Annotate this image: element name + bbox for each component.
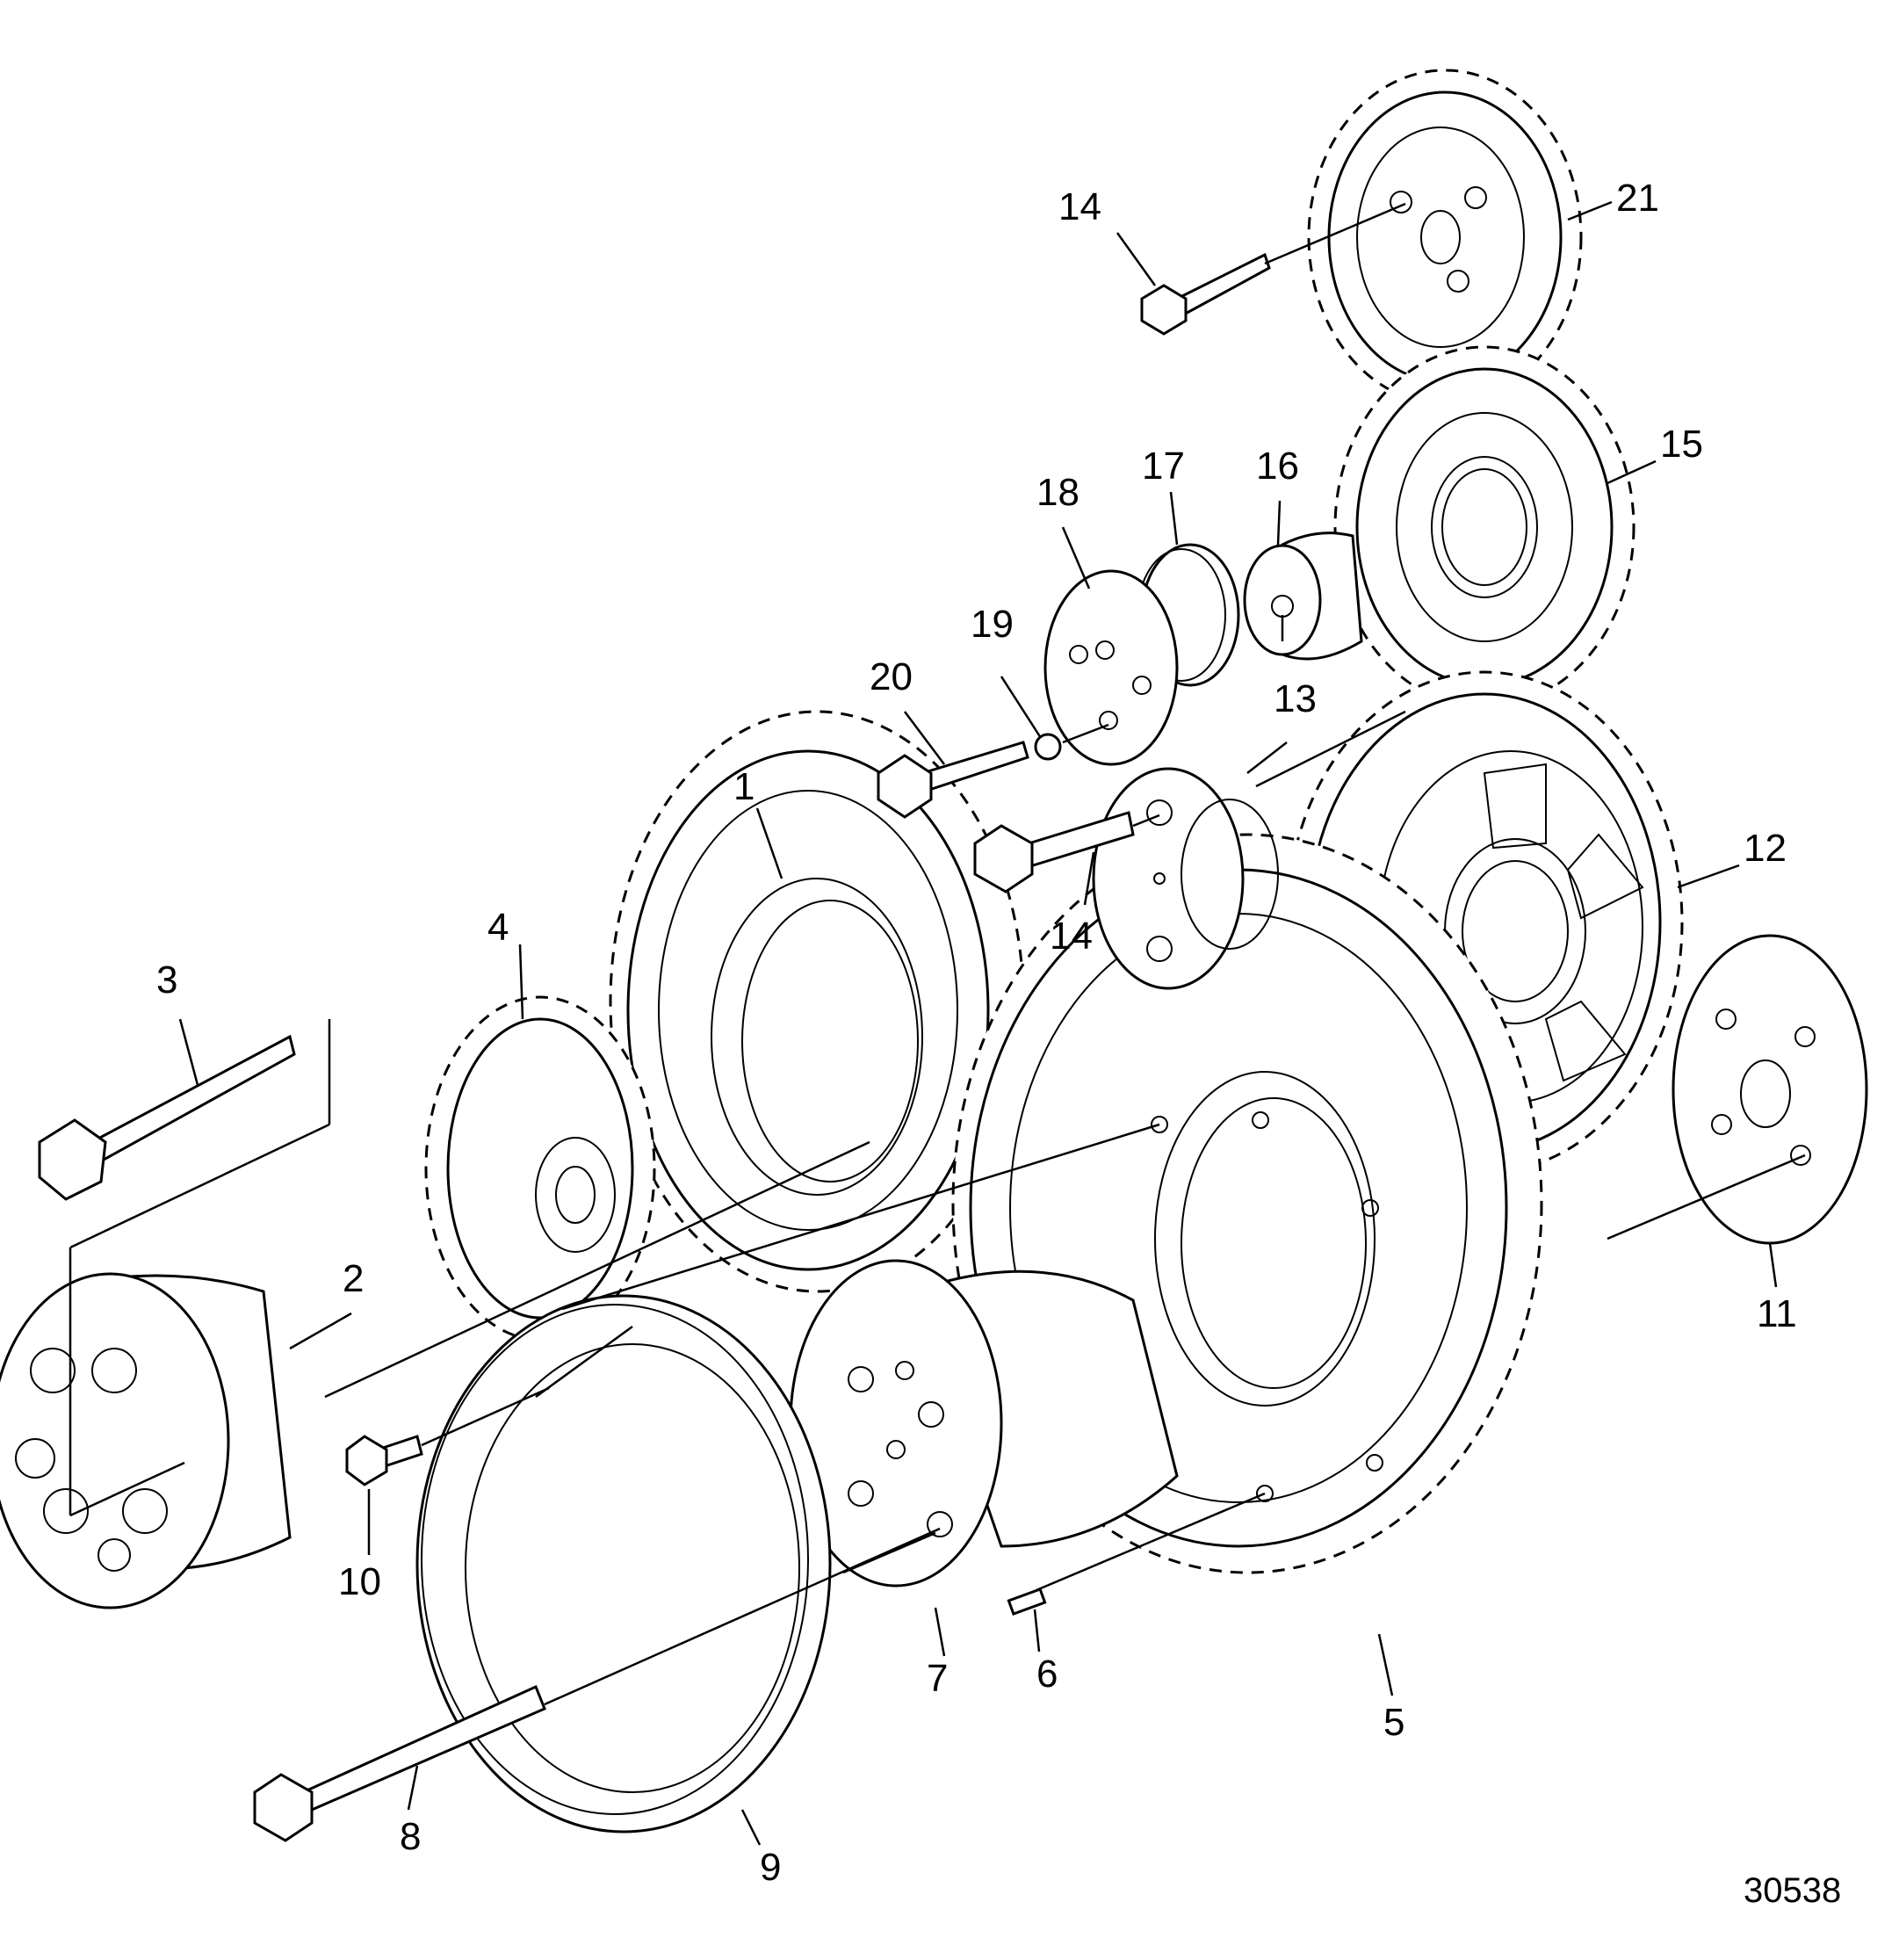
- callout-16: 16: [1256, 445, 1299, 488]
- gear-4: [424, 995, 656, 1342]
- callout-14-lower: 14: [1050, 915, 1093, 958]
- callout-20: 20: [870, 655, 913, 698]
- hub-2: [0, 1272, 292, 1609]
- callout-15: 15: [1660, 423, 1703, 466]
- callout-21: 21: [1616, 177, 1659, 220]
- plate-11: [1672, 934, 1868, 1245]
- pin-6: [1007, 1588, 1047, 1616]
- bolt-20: [877, 741, 1029, 819]
- leader-lines: [178, 200, 1778, 1846]
- callout-12: 12: [1744, 827, 1787, 870]
- hub-16: [1243, 532, 1363, 661]
- callout-3: 3: [156, 958, 177, 1002]
- cover-9: [415, 1294, 832, 1833]
- bolt-3: [38, 1034, 296, 1201]
- bolt-8: [253, 1684, 546, 1842]
- callout-2: 2: [343, 1257, 364, 1300]
- bolt-14-upper: [1140, 252, 1271, 336]
- callout-9: 9: [760, 1846, 781, 1889]
- callout-labels: 1 2 3 4 5 6 7 8 9 10 11 12 13 14 14 15 1…: [156, 177, 1797, 1889]
- gear-15: [1333, 345, 1635, 709]
- callout-1: 1: [733, 765, 755, 808]
- bolt-10: [345, 1435, 423, 1486]
- callout-11: 11: [1757, 1292, 1797, 1335]
- callout-17: 17: [1142, 445, 1185, 488]
- callout-4: 4: [487, 906, 509, 949]
- bolt-14-lower: [973, 811, 1135, 893]
- callout-13: 13: [1274, 677, 1317, 720]
- callout-18: 18: [1036, 471, 1079, 514]
- callout-8: 8: [400, 1815, 421, 1858]
- washer-19: [1034, 733, 1062, 761]
- figure-number: 30538: [1744, 1871, 1841, 1910]
- gear-1: [609, 710, 1025, 1293]
- callout-10: 10: [338, 1560, 381, 1603]
- callout-19: 19: [971, 603, 1014, 646]
- hub-7: [789, 1259, 1179, 1588]
- plate-18: [1043, 569, 1179, 766]
- callout-5: 5: [1383, 1701, 1404, 1744]
- callout-6: 6: [1036, 1653, 1058, 1696]
- callout-14-upper: 14: [1058, 185, 1101, 228]
- callout-7: 7: [927, 1657, 948, 1700]
- alignment-lines: [69, 202, 1806, 1706]
